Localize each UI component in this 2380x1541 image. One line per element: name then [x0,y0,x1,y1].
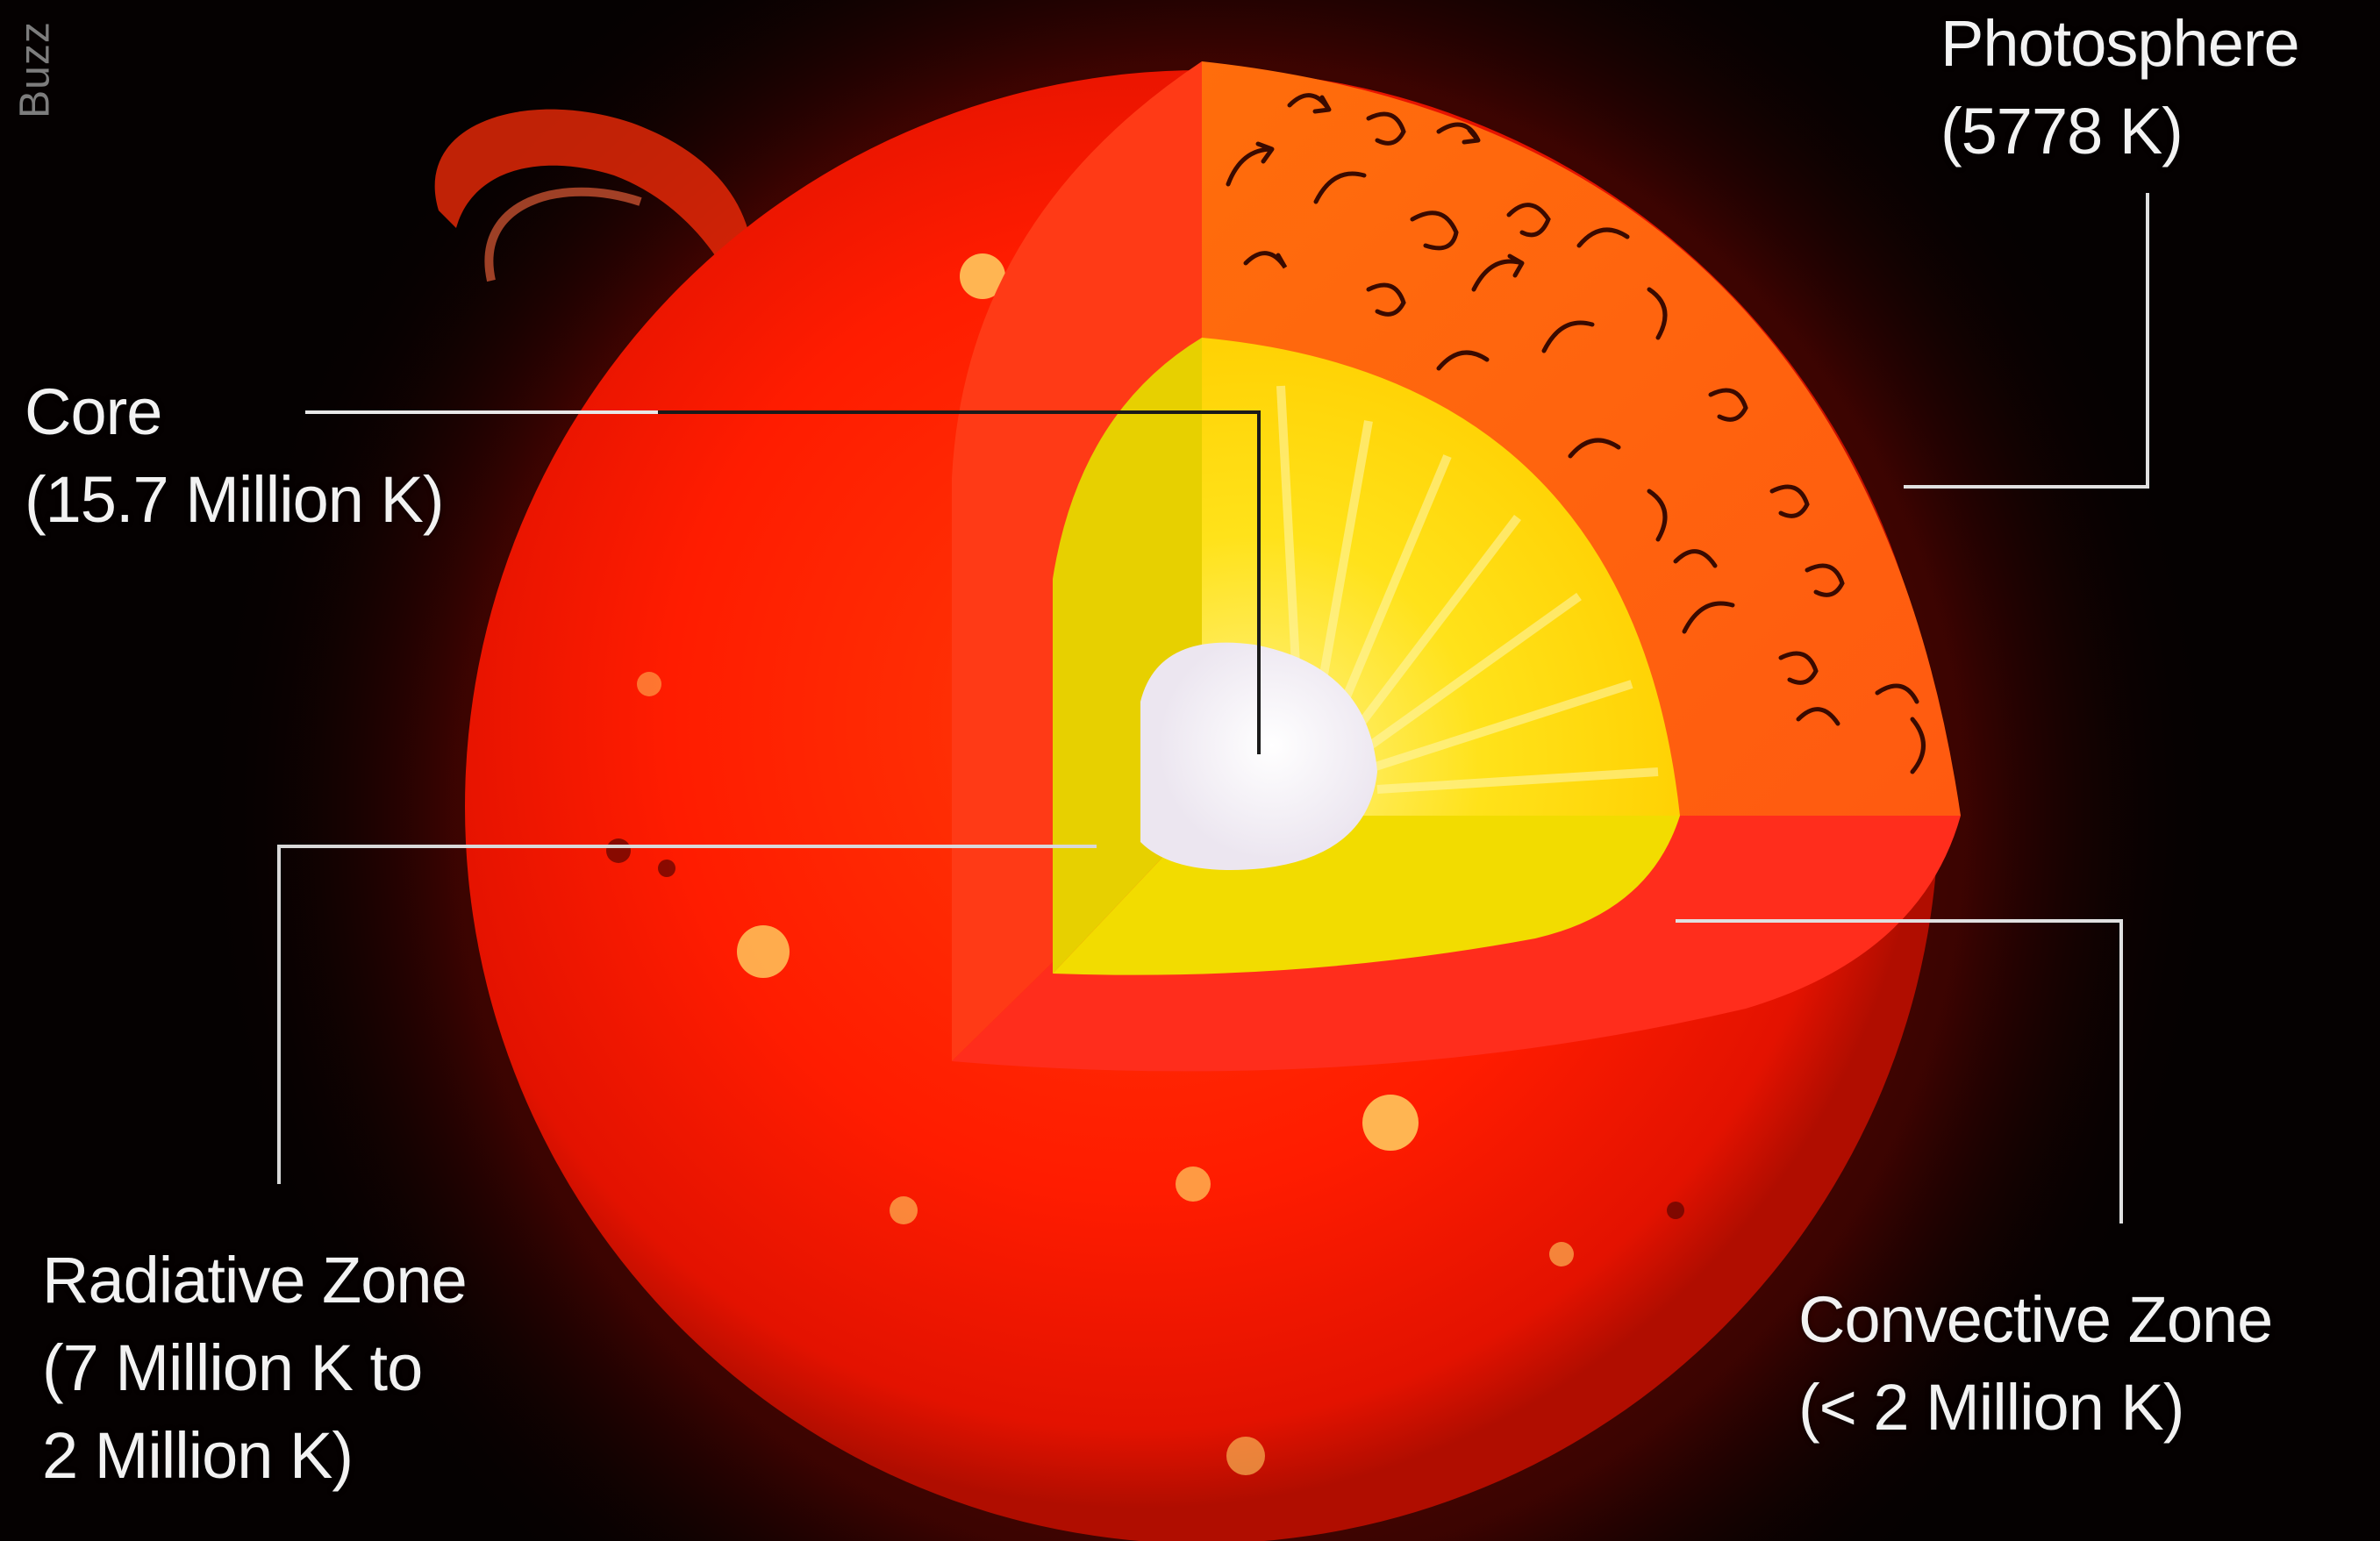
convective-zone-name: Convective Zone [1798,1283,2273,1356]
core-label: Core (15.7 Million K) [25,368,445,544]
surface-flares [637,253,1574,1475]
prominence-loop [434,109,754,316]
photosphere-label: Photosphere (5778 K) [1940,0,2300,175]
watermark-text: Buzz [11,21,59,118]
radiative-leader-line [277,845,1097,1184]
core-name: Core [25,375,162,448]
convection-arrows [1226,93,1926,774]
radiative-zone-name: Radiative Zone [42,1244,468,1316]
radiative-zone-temp-line2: 2 Million K) [42,1419,354,1492]
convective-leader-line [1676,919,2123,1224]
photosphere-leader-line [1904,193,2149,489]
convective-zone-label: Convective Zone (< 2 Million K) [1798,1276,2273,1452]
photosphere-temp: (5778 K) [1940,95,2183,168]
core-leader-line-dark [658,410,1261,754]
convective-zone-temp: (< 2 Million K) [1798,1371,2184,1444]
core-temp: (15.7 Million K) [25,463,445,536]
core [1140,642,1377,870]
leader-lines [277,193,2149,1224]
photosphere-name: Photosphere [1940,7,2300,80]
radiative-zone-label: Radiative Zone (7 Million K to 2 Million… [42,1237,468,1500]
radiative-zone-temp-line1: (7 Million K to [42,1331,423,1404]
